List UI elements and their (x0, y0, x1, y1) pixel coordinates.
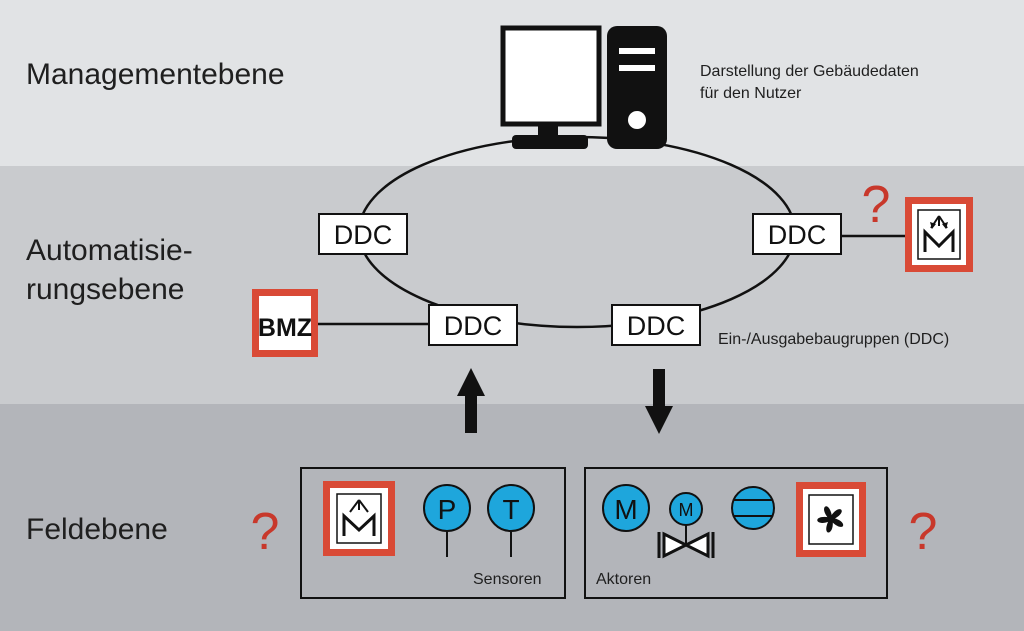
ddc-module-bottom-left: DDC (428, 304, 518, 346)
motor-label: M (614, 494, 637, 525)
computer-monitor-icon (500, 25, 602, 149)
motor-icon: M (602, 484, 650, 532)
question-mark-actuators: ? (909, 503, 938, 561)
automation-layer-band (0, 166, 1024, 404)
automation-layer-label-line2: rungsebene (26, 273, 185, 306)
ddc-label: DDC (334, 220, 393, 250)
automation-layer-label-line1: Automatisie- (26, 234, 193, 267)
pump-icon (731, 486, 775, 530)
arrow-down-icon (645, 369, 673, 434)
pressure-label: P (438, 494, 457, 525)
sensors-group-box (300, 467, 566, 599)
question-mark-sensors: ? (251, 503, 280, 561)
display-note-line1: Darstellung der Gebäudedaten (700, 63, 919, 80)
ddc-label: DDC (627, 311, 686, 341)
ddc-module-bottom-right: DDC (611, 304, 701, 346)
question-mark-damper: ? (862, 176, 891, 234)
display-note-line2: für den Nutzer (700, 85, 802, 102)
arrow-up-icon (457, 368, 485, 433)
sensors-label: Sensoren (473, 571, 542, 588)
smoke-damper-icon (323, 481, 395, 556)
field-layer-label: Feldebene (26, 513, 168, 546)
io-modules-note: Ein-/Ausgabebaugruppen (DDC) (718, 331, 950, 348)
bus-ring (357, 135, 797, 329)
temperature-label: T (502, 494, 519, 525)
fan-icon (796, 482, 866, 557)
ddc-module-top-left: DDC (318, 213, 408, 255)
smoke-damper-icon (905, 197, 973, 272)
ddc-module-top-right: DDC (752, 213, 842, 255)
ddc-label: DDC (444, 311, 503, 341)
pressure-sensor-icon: P (423, 484, 471, 557)
actuators-group-box (584, 467, 888, 599)
valve-motor-label: M (679, 500, 694, 520)
bmz-label: BMZ (258, 314, 312, 342)
pc-tower-icon (607, 26, 667, 149)
management-layer-label: Managementebene (26, 58, 285, 91)
bmz-fire-panel: BMZ (252, 289, 318, 357)
actuators-label: Aktoren (596, 571, 652, 588)
valve-icon: M (657, 492, 715, 559)
temperature-sensor-icon: T (487, 484, 535, 557)
ddc-label: DDC (768, 220, 827, 250)
